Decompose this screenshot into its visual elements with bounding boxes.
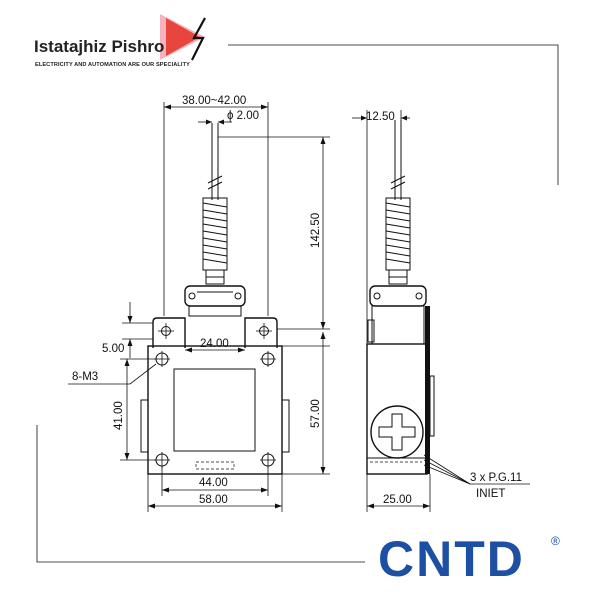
play-triangle-bolt-icon <box>160 14 206 61</box>
manufacturer-logo: CNTD ® <box>378 531 560 587</box>
manufacturer-name: CNTD <box>378 531 525 587</box>
dim-rod-diameter: ϕ 2.00 <box>198 110 259 125</box>
registered-mark: ® <box>551 534 560 548</box>
brand-title: Istatajhiz Pishro <box>34 37 164 56</box>
dim-body-width-label: 58.00 <box>199 494 228 506</box>
dim-top-hole-spacing-label: 24.00 <box>200 338 229 350</box>
frame-lines <box>36 44 559 563</box>
dim-total-height: 142.50 <box>218 136 330 330</box>
side-rod <box>385 120 411 285</box>
dim-body-height: 57.00 <box>282 332 330 475</box>
dim-screw-spec-label: 8-M3 <box>72 371 98 383</box>
side-inlet-gland <box>370 405 424 459</box>
brand-logo: Istatajhiz Pishro ELECTRICITY AND AUTOMA… <box>34 14 206 68</box>
front-view: 38.00~42.00 ϕ 2.00 142.50 57.00 <box>68 95 330 512</box>
dim-body-height-label: 57.00 <box>310 399 322 428</box>
front-spring <box>202 197 228 271</box>
side-head <box>367 285 427 345</box>
dim-inlet-spec: 3 x P.G.11 INIET <box>423 454 530 500</box>
front-body <box>140 345 290 475</box>
dim-rod-diameter-label: ϕ 2.00 <box>227 110 259 122</box>
dim-top-hole-spacing: 24.00 <box>185 338 245 353</box>
dim-mount-hole-offset-label: 5.00 <box>102 343 124 355</box>
side-view: 12.50 25.00 3 x P.G.11 INIET <box>352 110 530 512</box>
dim-side-depth: 25.00 <box>366 474 431 512</box>
dim-mount-hole-offset: 5.00 <box>102 302 153 358</box>
front-top-flange <box>152 317 278 348</box>
dim-body-hole-spacing-horizontal-label: 44.00 <box>199 477 228 489</box>
dim-side-rod-offset-label: 12.50 <box>366 111 395 123</box>
dim-side-depth-label: 25.00 <box>383 494 412 506</box>
front-rod <box>202 123 228 285</box>
dim-inlet-spec-label: 3 x P.G.11 <box>470 472 522 484</box>
dim-screw-spec: 8-M3 <box>68 363 157 385</box>
dim-body-hole-spacing-horizontal: 44.00 <box>161 466 269 496</box>
dim-body-hole-spacing-vertical: 41.00 <box>113 358 156 461</box>
dim-lever-length-label: 38.00~42.00 <box>182 95 246 107</box>
dim-body-hole-spacing-vertical-label: 41.00 <box>113 401 125 430</box>
side-spring <box>385 197 411 271</box>
dim-body-width: 58.00 <box>147 474 283 512</box>
dim-lever-length: 38.00~42.00 <box>163 95 269 316</box>
dim-total-height-label: 142.50 <box>310 213 322 248</box>
dim-inlet-label: INIET <box>476 488 505 500</box>
dim-side-rod-offset: 12.50 <box>352 110 410 344</box>
side-body <box>366 306 435 475</box>
front-head <box>184 285 246 317</box>
brand-tagline: ELECTRICITY AND AUTOMATION ARE OUR SPECI… <box>35 62 190 68</box>
